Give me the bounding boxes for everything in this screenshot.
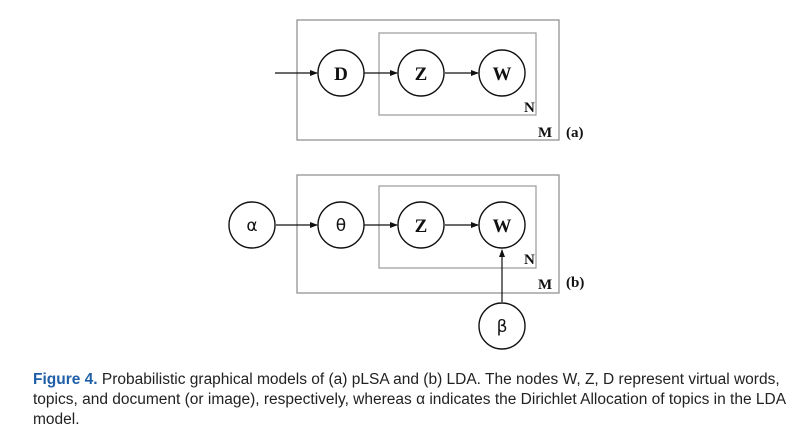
node-d-circle xyxy=(317,49,365,97)
diagram-a-plsa: D Z W N M (a) xyxy=(275,19,584,141)
plate-inner-label-b: N xyxy=(524,252,535,268)
plate-outer-label-a: M xyxy=(538,125,552,141)
node-w-label: W xyxy=(493,64,512,85)
panel-label-a: (a) xyxy=(566,125,584,141)
plate-outer-b xyxy=(296,174,560,294)
figure-diagram: D Z W N M (a) α θ Z W β N M (b) xyxy=(228,19,584,350)
figure-caption: Figure 4. Probabilistic graphical models… xyxy=(33,370,793,430)
node-theta-circle xyxy=(317,201,365,249)
plate-inner-label-a: N xyxy=(524,100,535,116)
node-d-label: D xyxy=(334,64,348,85)
node-z-circle xyxy=(397,49,445,97)
figure-caption-text: Probabilistic graphical models of (a) pL… xyxy=(33,371,786,428)
node-z-label: Z xyxy=(415,216,428,237)
plate-inner-a xyxy=(378,32,537,116)
plate-inner-b xyxy=(378,185,537,269)
node-w-circle xyxy=(478,49,526,97)
plate-outer-a xyxy=(296,19,560,141)
node-alpha-label: α xyxy=(246,216,257,236)
node-z-circle xyxy=(397,201,445,249)
node-beta-label: β xyxy=(497,317,508,337)
plate-outer-label-b: M xyxy=(538,277,552,293)
node-theta-label: θ xyxy=(336,216,346,236)
node-alpha-circle xyxy=(228,201,276,249)
diagram-b-lda: α θ Z W β N M (b) xyxy=(228,174,584,350)
node-w-label: W xyxy=(493,216,512,237)
panel-label-b: (b) xyxy=(566,275,584,291)
node-beta-circle xyxy=(478,302,526,350)
node-w-circle xyxy=(478,201,526,249)
node-z-label: Z xyxy=(415,64,428,85)
figure-caption-label: Figure 4. xyxy=(33,371,98,388)
